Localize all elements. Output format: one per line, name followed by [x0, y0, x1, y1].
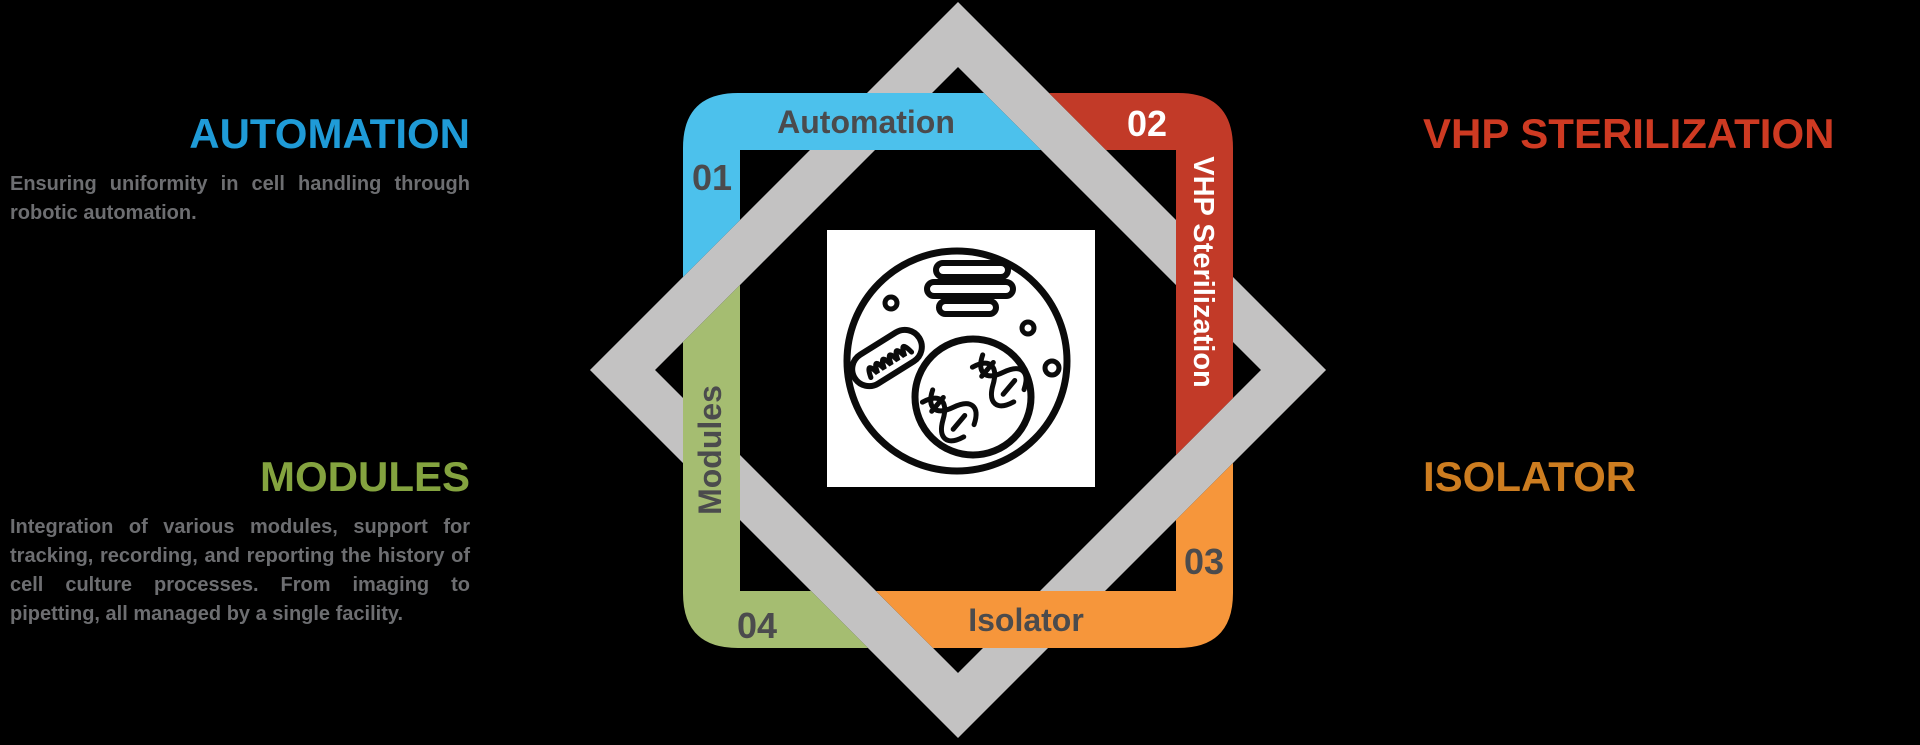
segment-vhp-number: 02 [1127, 103, 1167, 144]
segment-automation-bar [683, 93, 1041, 277]
mitochondria-icon [849, 326, 925, 390]
cell-nucleus-icon [911, 335, 1035, 459]
cell-illustration [827, 230, 1095, 487]
isolator-heading: ISOLATOR [1423, 453, 1637, 500]
segment-modules-bar [683, 285, 868, 648]
segment-isolator-label: Isolator [968, 602, 1084, 638]
cell-membrane-icon [843, 247, 1071, 475]
modules-section: MODULES Integration of various modules, … [10, 453, 470, 629]
automation-description: Ensuring uniformity in cell handling thr… [10, 173, 470, 225]
segment-automation-number: 01 [692, 157, 732, 198]
segment-vhp-bar [1049, 93, 1233, 455]
automation-section: AUTOMATION Ensuring uniformity in cell h… [10, 110, 470, 228]
modules-heading: MODULES [260, 453, 470, 500]
automation-heading: AUTOMATION [189, 110, 470, 157]
segment-isolator-bar [876, 463, 1233, 648]
dna-icon [919, 352, 1029, 444]
vhp-sterilization-heading: VHP STERILIZATION [1423, 110, 1835, 157]
vhp-sterilization-section: VHP STERILIZATION [1423, 110, 1903, 157]
golgi-icon [924, 260, 1016, 317]
vesicle-dots-icon [882, 294, 1062, 378]
isolator-section: ISOLATOR [1423, 453, 1903, 500]
segment-modules-label: Modules [692, 385, 728, 515]
segment-automation-label: Automation [777, 104, 955, 140]
segment-modules-number: 04 [737, 605, 777, 646]
segment-isolator-number: 03 [1184, 541, 1224, 582]
segment-vhp-label: VHP Sterilization [1187, 156, 1219, 388]
modules-description: Integration of various modules, support … [10, 516, 470, 626]
